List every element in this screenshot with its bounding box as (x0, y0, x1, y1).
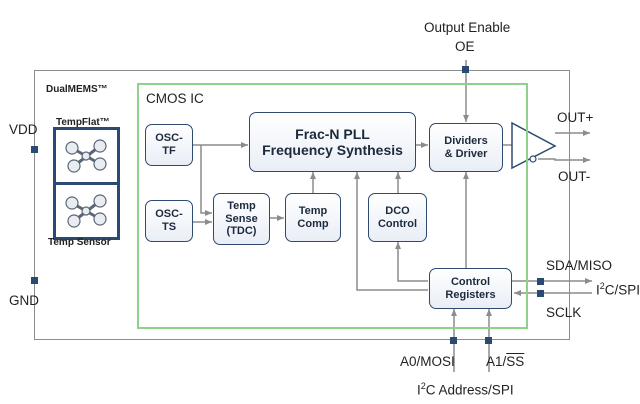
dualmems-label: DualMEMS™ (46, 84, 108, 95)
osctf-to-tempsense (200, 145, 212, 216)
ctrl-to-dco (395, 242, 428, 282)
temp-sensor-resonator (56, 185, 117, 237)
resonator-icon (64, 139, 107, 173)
out-minus-line (538, 157, 590, 163)
tempflat-label: TempFlat™ (56, 117, 110, 128)
gnd-label: GND (9, 293, 39, 308)
a0-mosi-label: A0/MOSI (400, 354, 455, 369)
dividers-driver-block: Dividers& Driver (429, 123, 503, 172)
i2c-address-spi-label: I2C Address/SPI (417, 381, 514, 398)
a0-pin (450, 337, 457, 344)
ctrl-to-pll (354, 172, 428, 291)
gnd-pin (31, 277, 38, 284)
out-minus-label: OUT- (558, 169, 591, 184)
vdd-label: VDD (9, 122, 38, 137)
a1-ss-label: A1/SS (486, 354, 525, 369)
resonator-icon (64, 194, 107, 228)
cmos-ic-label: CMOS IC (146, 91, 204, 106)
inverter-bubble-icon (529, 155, 537, 163)
i2c-spi-label: I2C/SPI (596, 281, 640, 298)
package-outline (34, 70, 570, 340)
a1-pin (485, 337, 492, 344)
out-plus-label: OUT+ (557, 110, 594, 125)
sclk-label: SCLK (546, 305, 582, 320)
oe-pin (462, 66, 469, 73)
temp-sensor-label: Temp Sensor (48, 237, 111, 248)
mems-resonator-pair (53, 127, 120, 240)
osc-ts-block: OSC-TS (145, 200, 193, 242)
sda-pin (537, 278, 544, 285)
tempflat-resonator (56, 130, 117, 182)
vdd-pin (31, 146, 38, 153)
sclk-pin (537, 290, 544, 297)
cmos-ic-outline (137, 83, 528, 329)
sda-miso-label: SDA/MISO (546, 258, 613, 273)
oe-label: OE (455, 39, 475, 54)
osc-tf-block: OSC-TF (145, 124, 193, 166)
output-enable-label: Output Enable (424, 20, 511, 35)
